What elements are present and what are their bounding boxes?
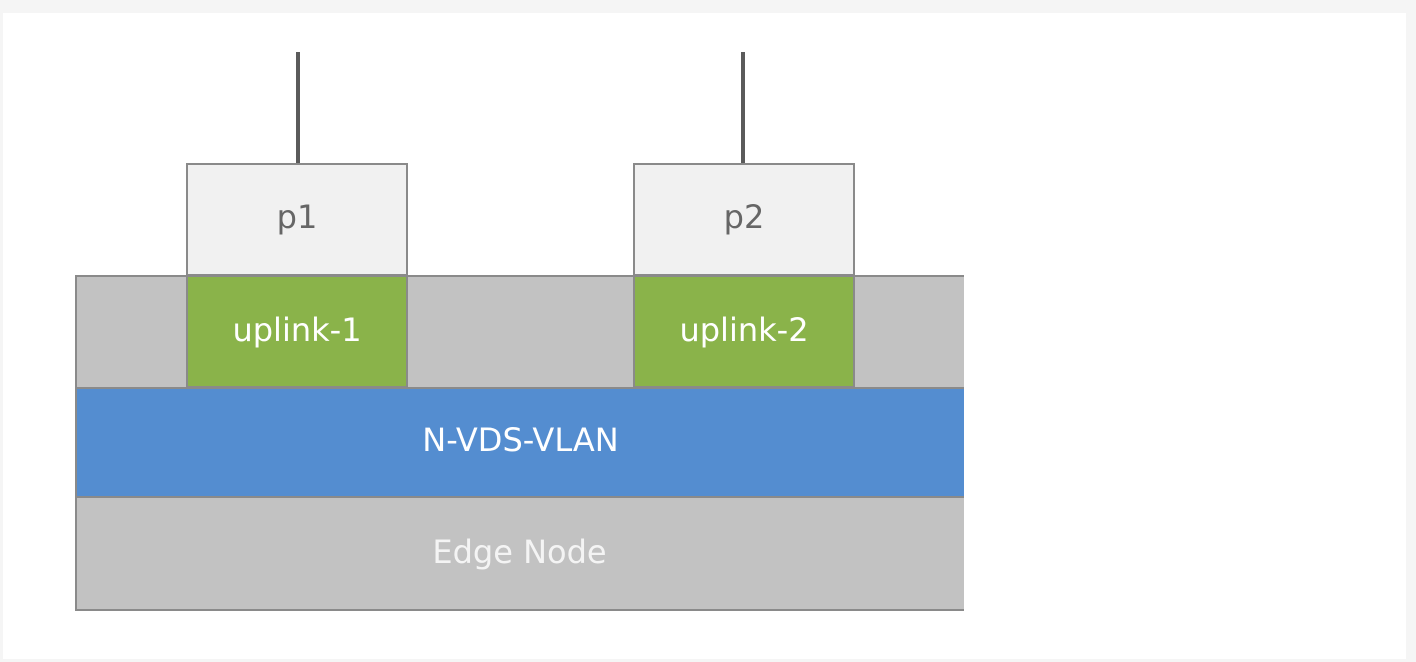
uplink-1-box: uplink-1	[186, 275, 408, 388]
nvds-vlan-box: N-VDS-VLAN	[75, 387, 964, 498]
port-p2: p2	[633, 163, 855, 276]
uplink-1-label: uplink-1	[232, 310, 362, 349]
nvds-vlan-label: N-VDS-VLAN	[422, 420, 619, 459]
port-p1-label: p1	[276, 197, 318, 236]
uplink-2-box: uplink-2	[633, 275, 855, 388]
port-p2-label: p2	[723, 197, 765, 236]
edge-node-label: Edge Node	[432, 532, 607, 571]
p1-wire	[296, 52, 300, 164]
port-p1: p1	[186, 163, 408, 276]
p2-wire	[741, 52, 745, 164]
edge-node-area: Edge Node	[75, 498, 964, 611]
uplink-2-label: uplink-2	[679, 310, 809, 349]
